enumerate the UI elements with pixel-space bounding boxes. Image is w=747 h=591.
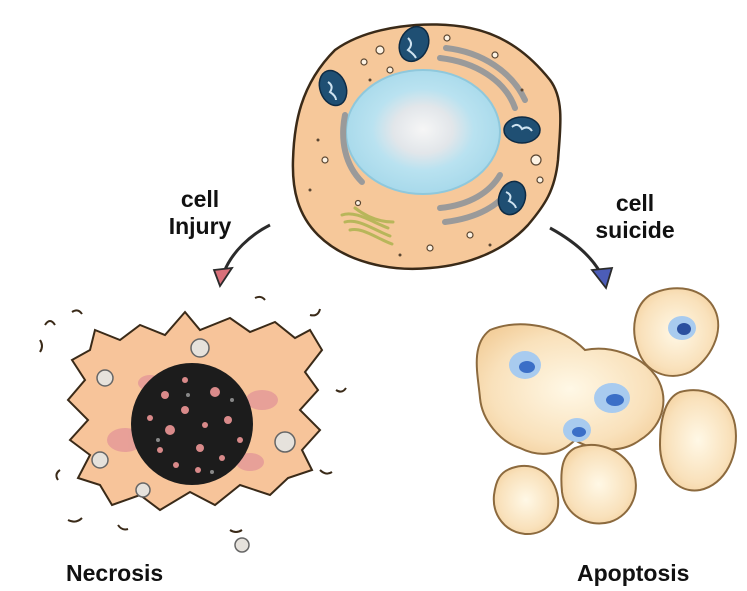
- necrotic-cell: [40, 297, 346, 552]
- cell-injury-label-line2: Injury: [150, 213, 250, 240]
- cell-injury-label: cell Injury: [150, 186, 250, 240]
- cell-injury-label-line1: cell: [150, 186, 250, 213]
- normal-cell: [293, 22, 561, 269]
- necrosis-label: Necrosis: [66, 560, 163, 587]
- cell-suicide-label: cell suicide: [580, 190, 690, 244]
- necrotic-nucleus: [131, 363, 253, 485]
- apoptotic-cell: [477, 288, 736, 534]
- apoptosis-label: Apoptosis: [577, 560, 689, 587]
- normal-nucleus: [346, 70, 500, 194]
- apoptotic-body-middle: [561, 445, 636, 524]
- cell-suicide-label-line2: suicide: [580, 217, 690, 244]
- apoptotic-body-bottom-left: [494, 466, 558, 534]
- apoptotic-body-right: [660, 390, 736, 490]
- cell-suicide-label-line1: cell: [580, 190, 690, 217]
